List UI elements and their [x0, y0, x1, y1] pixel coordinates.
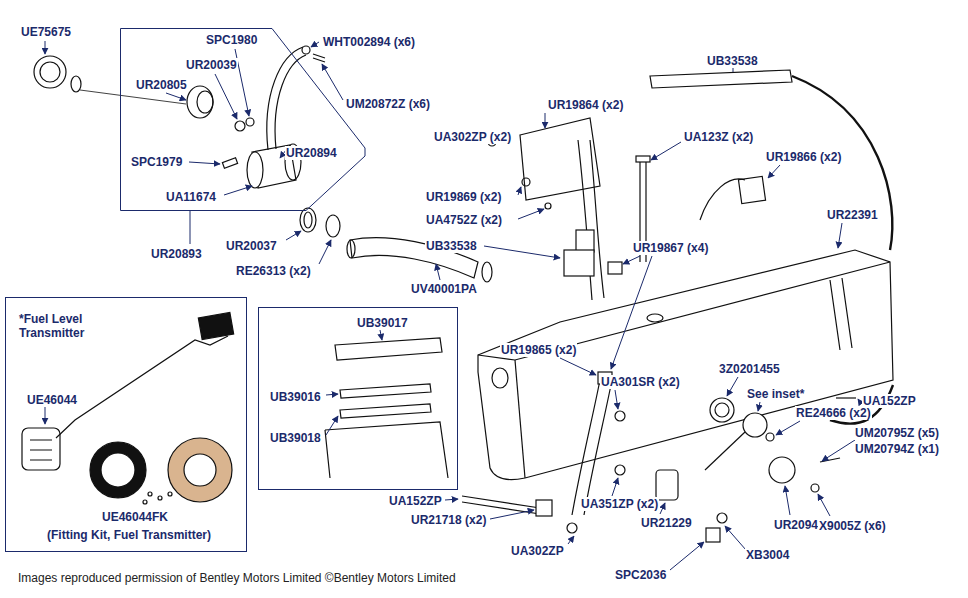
part-number: UR19869 (x2) — [425, 190, 502, 204]
part-number: SPC2036 — [614, 568, 667, 582]
line-art — [22, 46, 893, 542]
part-number: UA11674 — [165, 190, 217, 204]
part-number: X9005Z (x6) — [818, 519, 887, 533]
part-number: See inset* — [746, 387, 805, 401]
part-number: UR20039 — [185, 58, 238, 72]
part-number: UB39018 — [269, 431, 322, 445]
part-number: UM20872Z (x6) — [345, 97, 431, 111]
part-number: 3Z0201455 — [718, 362, 781, 376]
part-number: UA123Z (x2) — [683, 130, 754, 144]
part-number: UM20794Z (x1) — [854, 442, 940, 456]
copyright-caption: Images reproduced permission of Bentley … — [18, 571, 456, 585]
inset-box: SPC1980UR20039UR20805SPC1979UA11674 UR208… — [120, 28, 366, 211]
leader-lines — [45, 41, 860, 570]
part-number: SPC1980 — [205, 33, 258, 47]
part-number: UR20805 — [135, 78, 188, 92]
part-number: UR20037 — [225, 239, 278, 253]
part-number: UR19866 (x2) — [765, 150, 842, 164]
part-number: UR19867 (x4) — [632, 241, 709, 255]
part-number: UB33538 — [706, 54, 759, 68]
part-number: UR20893 — [150, 247, 203, 261]
part-number: UR21718 (x2) — [410, 513, 487, 527]
part-number: UE75675 — [20, 25, 72, 39]
inset-heading: *Fuel Level Transmitter — [18, 312, 112, 340]
part-number: UA301SR (x2) — [600, 375, 681, 389]
part-number: UR21229 — [640, 516, 693, 530]
part-number: RE24666 (x2) — [795, 406, 872, 420]
inset-outline — [120, 28, 366, 211]
part-number: UB39016 — [269, 390, 322, 404]
part-number: UV40001PA — [410, 282, 478, 296]
part-number: UR19864 (x2) — [547, 98, 624, 112]
inset-box: UB39017UB39016UB39018 — [258, 307, 458, 490]
part-number: XB3004 — [745, 548, 790, 562]
part-number: UE46044 — [26, 393, 78, 407]
part-number: UE46044FK — [101, 510, 169, 524]
part-number: (Fitting Kit, Fuel Transmitter) — [46, 528, 212, 542]
part-number: UA4752Z (x2) — [425, 213, 503, 227]
part-number: UM20795Z (x5) — [854, 426, 940, 440]
part-number: UR20894 — [285, 146, 338, 160]
part-number: UB39017 — [356, 316, 409, 330]
inset-box: *Fuel Level TransmitterUE46044UE46044FK (… — [5, 297, 247, 552]
part-number: UA351ZP (x2) — [580, 497, 659, 511]
part-number: UB33538 — [425, 239, 478, 253]
part-number: UA302ZP (x2) — [433, 130, 512, 144]
part-number: SPC1979 — [130, 155, 183, 169]
part-number: UR19865 (x2) — [500, 343, 577, 357]
part-number: RE26313 (x2) — [235, 264, 312, 278]
part-number: WHT002894 (x6) — [322, 35, 416, 49]
part-number: UA302ZP — [510, 544, 565, 558]
part-number: UA152ZP — [388, 494, 443, 508]
part-number: UR22391 — [826, 208, 879, 222]
